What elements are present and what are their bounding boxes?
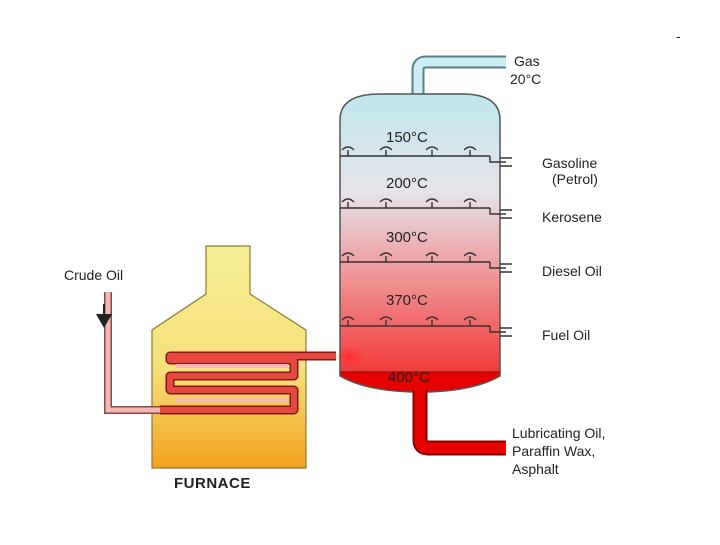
- temp-label-4: 370°C: [386, 292, 428, 309]
- lubricating-oil-label: Lubricating Oil,: [512, 425, 605, 441]
- kerosene-label: Kerosene: [542, 209, 602, 225]
- gas-temp-label: 20°C: [510, 71, 541, 87]
- residue-outlet-pipe: [412, 390, 506, 456]
- gas-label: Gas: [514, 53, 540, 69]
- fuel-oil-label: Fuel Oil: [542, 327, 590, 343]
- heating-coil: [160, 351, 336, 415]
- feed-entry-hotspot: [336, 347, 364, 367]
- tray-4: [340, 316, 506, 333]
- distillation-column: [339, 93, 501, 373]
- furnace-label: FURNACE: [174, 475, 251, 492]
- asphalt-label: Asphalt: [512, 461, 559, 477]
- tray-3: [340, 252, 506, 269]
- temp-label-5: 400°C: [388, 369, 430, 386]
- tray-2: [340, 198, 506, 215]
- temp-label-3: 300°C: [386, 229, 428, 246]
- temp-label-2: 200°C: [386, 175, 428, 192]
- diesel-oil-label: Diesel Oil: [542, 263, 602, 279]
- crude-oil-arrow-icon: [96, 314, 112, 328]
- petrol-label: (Petrol): [552, 171, 598, 187]
- gasoline-label: Gasoline: [542, 155, 597, 171]
- paraffin-wax-label: Paraffin Wax,: [512, 443, 595, 459]
- tray-1: [340, 146, 506, 163]
- temp-label-1: 150°C: [386, 129, 428, 146]
- corner-mark: -: [676, 28, 681, 44]
- crude-oil-label: Crude Oil: [64, 267, 123, 283]
- side-outlets: [500, 157, 512, 337]
